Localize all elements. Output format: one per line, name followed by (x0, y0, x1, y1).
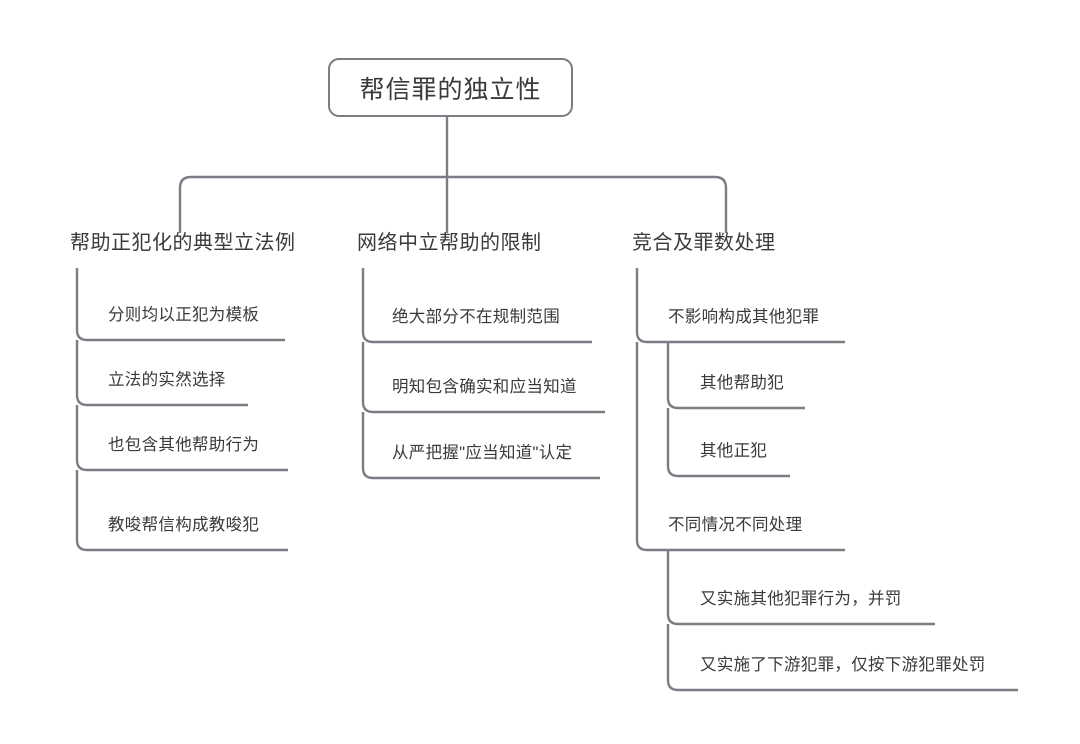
sub-leaf-label-c3-2-1[interactable]: 又实施其他犯罪行为，并罚 (700, 590, 902, 608)
branch-label-1[interactable]: 帮助正犯化的典型立法例 (70, 232, 296, 254)
connector-distributor-right (714, 175, 728, 233)
leaf-label-c2-2[interactable]: 明知包含确实和应当知道 (392, 378, 577, 396)
sub-leaf-label-c3-1-1[interactable]: 其他帮助犯 (700, 374, 784, 392)
branch-label-2[interactable]: 网络中立帮助的限制 (357, 232, 542, 254)
connector-c1-leaf-1 (75, 268, 285, 342)
leaf-label-c1-3[interactable]: 也包含其他帮助行为 (108, 436, 260, 454)
leaf-label-c3-1[interactable]: 不影响构成其他犯罪 (668, 308, 820, 326)
leaf-label-c2-1[interactable]: 绝大部分不在规制范围 (392, 308, 560, 326)
connector-c2-leaf-1 (361, 268, 592, 344)
connector-c3-g2-1 (666, 550, 935, 626)
branch-label-3[interactable]: 竞合及罪数处理 (632, 232, 776, 254)
sub-leaf-label-c3-1-2[interactable]: 其他正犯 (700, 442, 768, 460)
connector-c1-leaf-4 (75, 470, 288, 552)
connector-distributor-left (178, 175, 715, 233)
leaf-label-c1-4[interactable]: 教唆帮信构成教唆犯 (108, 516, 260, 534)
leaf-label-c3-2[interactable]: 不同情况不同处理 (668, 516, 803, 534)
root-node[interactable]: 帮信罪的独立性 (328, 58, 573, 117)
root-node-label: 帮信罪的独立性 (359, 75, 542, 104)
leaf-label-c1-1[interactable]: 分则均以正犯为模板 (108, 306, 260, 324)
leaf-label-c2-3[interactable]: 从严把握"应当知道"认定 (392, 444, 573, 462)
leaf-label-c1-2[interactable]: 立法的实然选择 (108, 371, 226, 389)
sub-leaf-label-c3-2-2[interactable]: 又实施了下游犯罪，仅按下游犯罪处罚 (700, 656, 986, 674)
connector-c2-leaf-2 (361, 342, 605, 414)
connector-c3-child-1 (635, 268, 845, 344)
